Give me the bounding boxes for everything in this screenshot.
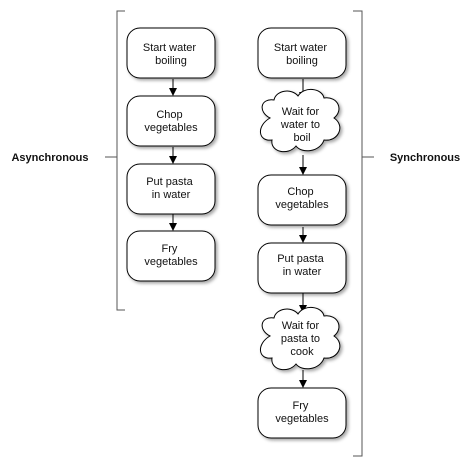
node-line: Fry	[162, 243, 178, 255]
node-line: vegetables	[275, 199, 329, 211]
node-line: Chop	[156, 109, 182, 121]
node-line: boiling	[286, 55, 318, 67]
node-line: in water	[152, 189, 191, 201]
node-line: water to	[280, 119, 320, 131]
node-line: Start water	[143, 42, 197, 54]
sync-step-put-pasta: Put pasta in water	[257, 242, 347, 294]
svg-text:Start water boiling: Start water boiling	[143, 42, 199, 67]
node-line: vegetables	[275, 413, 329, 425]
async-step-start-water: Start water boiling	[126, 27, 216, 79]
node-line: vegetables	[144, 256, 198, 268]
sync-step-fry-vegetables: Fry vegetables	[257, 387, 347, 439]
async-bracket	[105, 10, 125, 311]
node-line: Start water	[274, 42, 328, 54]
svg-text:Fry vegetables: Fry vegetables	[275, 400, 329, 425]
sync-step-start-water: Start water boiling	[257, 27, 347, 79]
node-line: boiling	[155, 55, 187, 67]
node-line: Put pasta	[146, 176, 193, 188]
async-step-chop-vegetables: Chop vegetables	[126, 95, 216, 147]
node-line: cook	[290, 346, 314, 358]
node-line: in water	[283, 266, 322, 278]
svg-text:Wait for pasta to: Wait for pasta to cook	[281, 320, 323, 358]
async-label: Asynchronous	[11, 152, 88, 164]
svg-text:Start water boiling: Start water boiling	[274, 42, 330, 67]
svg-text:Put pasta in water: Put pasta in water	[277, 253, 327, 278]
node-line: Wait for	[282, 106, 320, 118]
node-line: Put pasta	[277, 253, 324, 265]
async-step-fry-vegetables: Fry vegetables	[126, 230, 216, 282]
svg-text:Fry vegetables: Fry vegetables	[144, 243, 198, 268]
svg-text:Put pasta in water: Put pasta in water	[146, 176, 196, 201]
node-line: vegetables	[144, 122, 198, 134]
sync-step-chop-vegetables: Chop vegetables	[257, 174, 347, 226]
node-line: Wait for	[282, 320, 320, 332]
sync-bracket	[353, 10, 374, 457]
node-line: Fry	[293, 400, 309, 412]
sync-label: Synchronous	[390, 152, 460, 164]
node-line: Chop	[287, 186, 313, 198]
node-line: boil	[293, 132, 310, 144]
svg-text:Chop vegetables: Chop vegetables	[144, 109, 198, 134]
svg-text:Chop vegetables: Chop vegetables	[275, 186, 329, 211]
async-step-put-pasta: Put pasta in water	[126, 163, 216, 215]
sync-step-wait-pasta-cloud: Wait for pasta to cook	[260, 307, 341, 371]
node-line: pasta to	[281, 333, 320, 345]
svg-text:Wait for water to: Wait for water to boil	[280, 106, 323, 144]
sync-step-wait-water-cloud: Wait for water to boil	[260, 89, 341, 153]
